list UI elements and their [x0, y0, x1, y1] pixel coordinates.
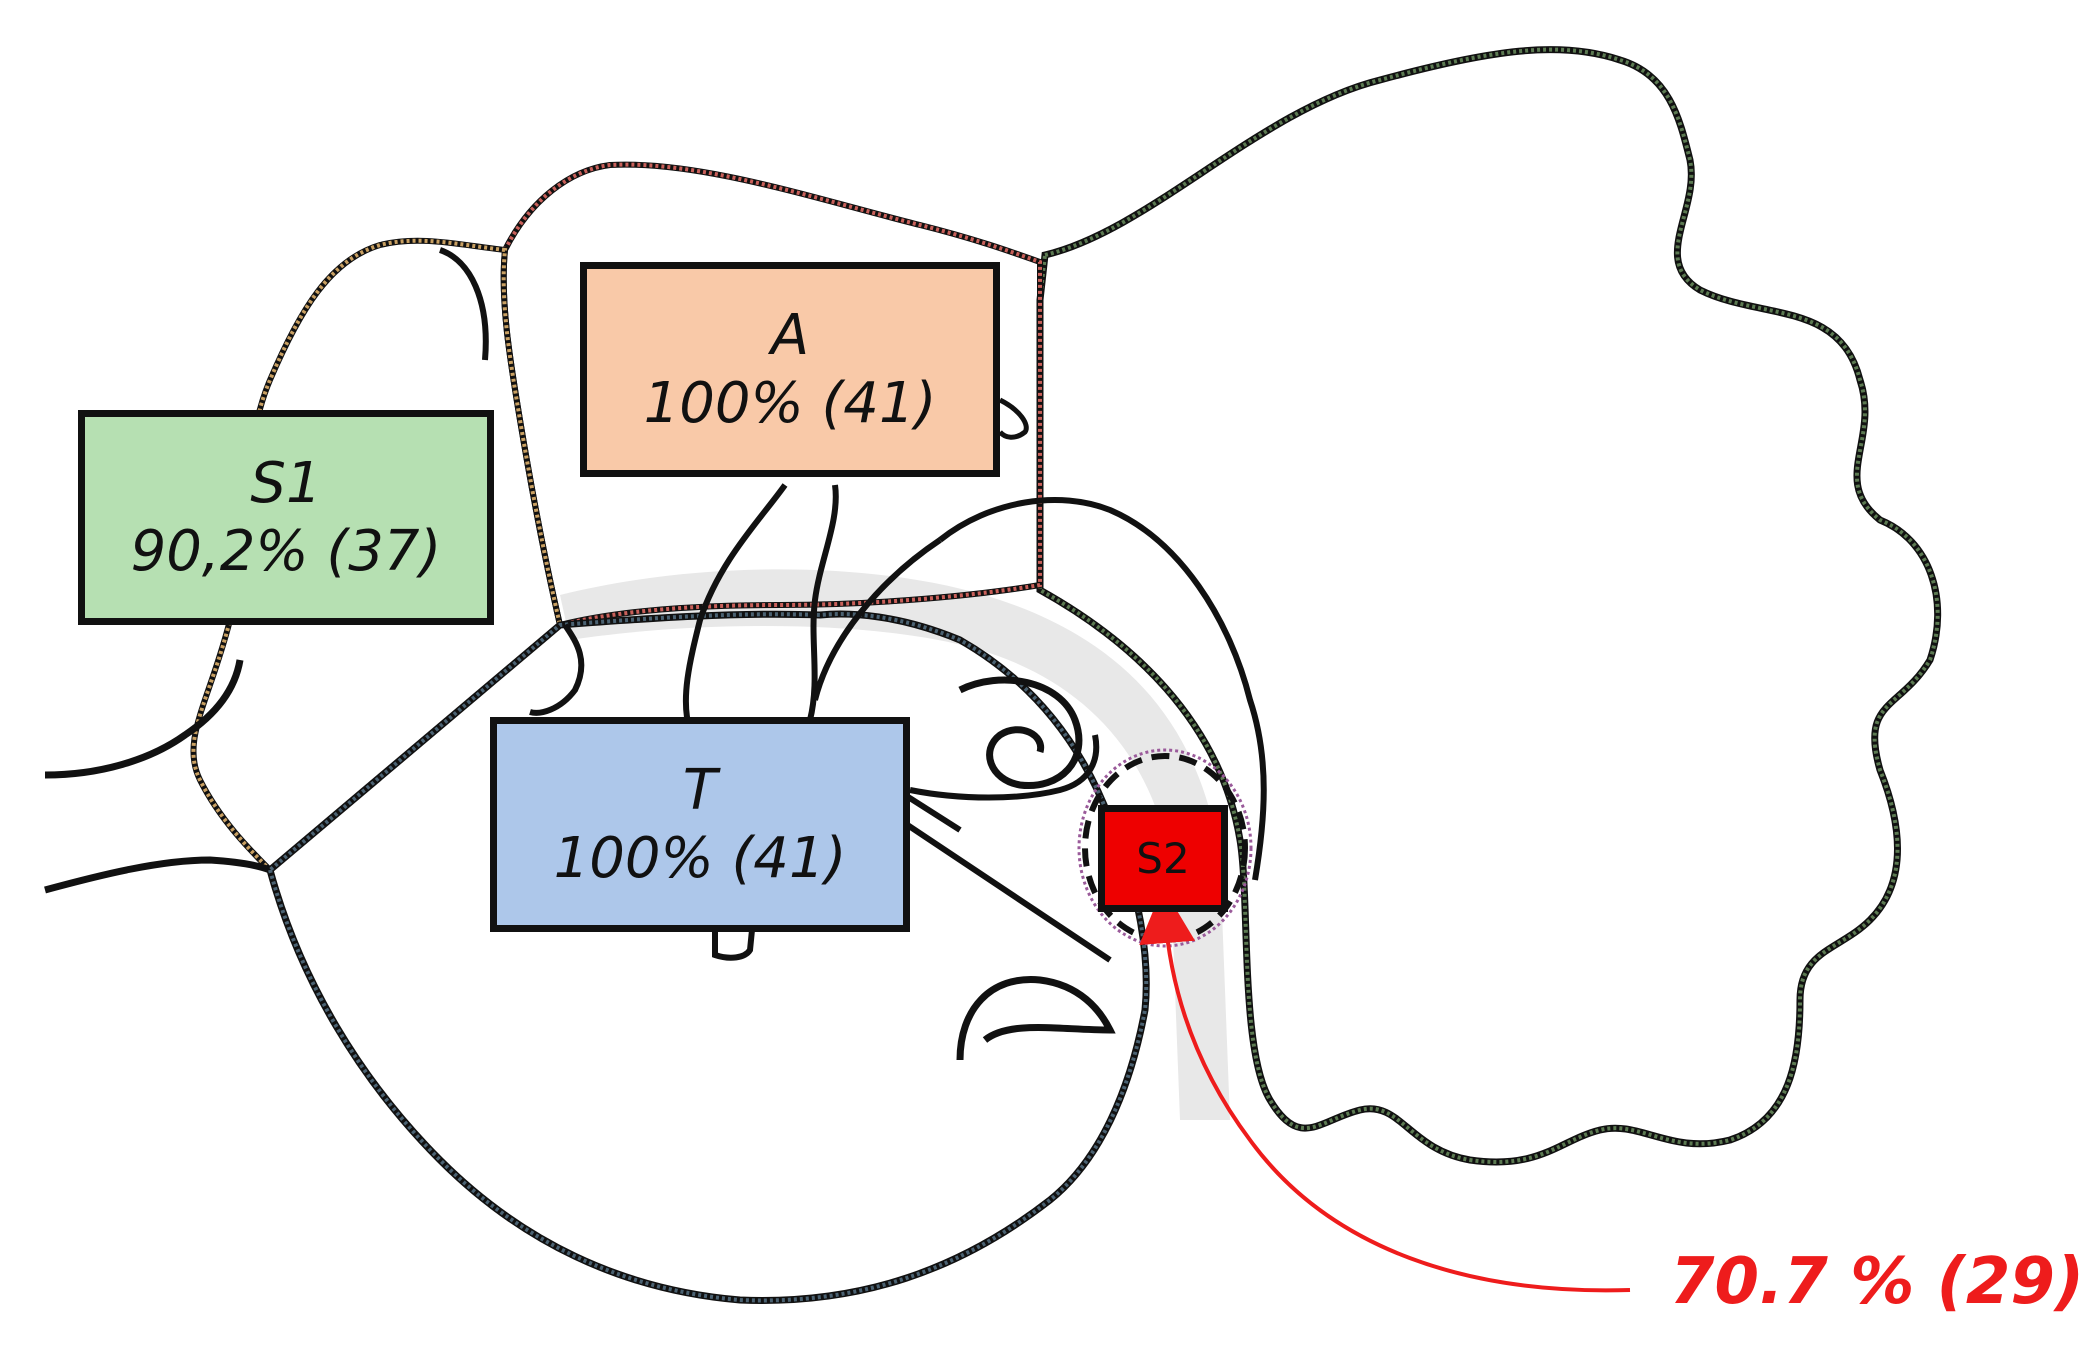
left-inner-fold	[529, 623, 585, 716]
region-s1-value: 90,2% (37)	[130, 518, 442, 584]
region-s2-name: S2	[1136, 833, 1190, 883]
region-t-label: T 100% (41)	[490, 717, 910, 932]
cerebellum-outline-color	[1038, 47, 1940, 1164]
interior-tract-1	[682, 483, 788, 731]
medulla-top-contour	[44, 659, 244, 779]
cerebellum-outline	[1036, 46, 1942, 1166]
a-notch	[998, 397, 1029, 440]
region-s1-label: S1 90,2% (37)	[78, 410, 494, 625]
callout-arrow	[1139, 887, 1631, 1293]
region-s1-name: S1	[250, 451, 322, 517]
region-t-name: T	[682, 758, 718, 824]
s1-fold	[438, 247, 489, 361]
medulla-bottom-contour	[44, 856, 272, 894]
region-t-outline-color	[267, 612, 1149, 1303]
interior-tract-4	[812, 537, 942, 701]
region-s2-label: S2	[1098, 805, 1228, 912]
s2-callout-text: 70.7 % (29)	[1670, 1245, 2085, 1319]
hippocampus-curl	[958, 676, 1083, 790]
ventricle-line-2	[903, 792, 962, 833]
t-small-notch	[712, 929, 755, 961]
ventricle-line	[898, 817, 1112, 963]
region-a-value: 100% (41)	[643, 370, 937, 436]
region-t-value: 100% (41)	[553, 825, 847, 891]
interior-tract-3	[938, 497, 1267, 881]
hippocampus-lower	[909, 734, 1100, 801]
region-s1-outline-color	[191, 238, 563, 873]
region-s2-outline-color	[1077, 748, 1253, 948]
interior-tract-2	[807, 484, 839, 721]
region-a-name: A	[770, 303, 810, 369]
region-s2-outline	[1082, 753, 1248, 943]
grey-tract-band	[560, 569, 1230, 1120]
lateral-fold	[956, 976, 1116, 1061]
region-a-label: A 100% (41)	[580, 262, 1000, 477]
